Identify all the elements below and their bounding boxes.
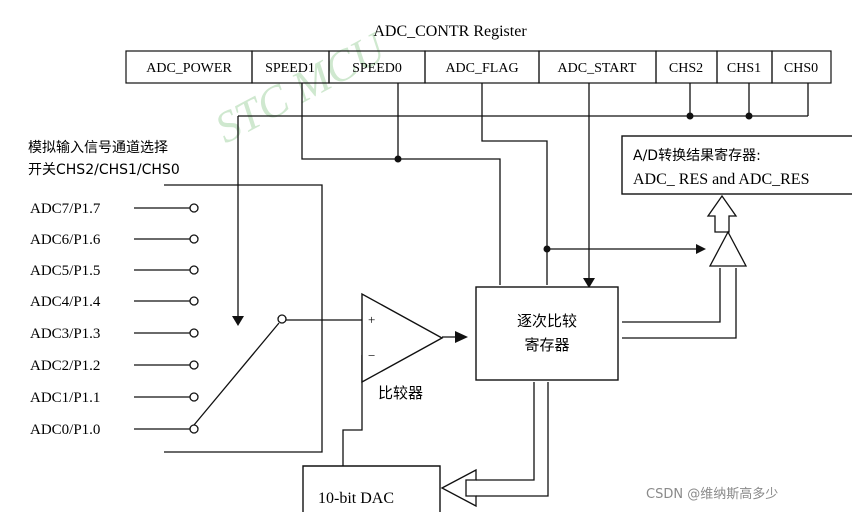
sar-block	[475, 286, 619, 381]
input-label-adc7: ADC7/P1.7	[30, 201, 101, 217]
sar-label-line1: 逐次比较	[517, 312, 577, 330]
comparator-symbol	[361, 292, 444, 384]
dac-hollow-arrow	[440, 468, 477, 508]
csdn-credit: CSDN @维纳斯高多少	[646, 486, 778, 502]
input-label-adc5: ADC5/P1.5	[30, 263, 100, 279]
reg-bit-chs1: CHS1	[727, 61, 761, 76]
input-label-adc3: ADC3/P1.3	[30, 326, 100, 342]
pin-terminals	[189, 203, 287, 434]
input-label-adc1: ADC1/P1.1	[30, 390, 100, 406]
comparator-plus: +	[368, 312, 375, 327]
reg-bit-adc-flag: ADC_FLAG	[445, 61, 518, 76]
mux-label-line1: 模拟输入信号通道选择	[28, 140, 168, 156]
register-cells	[125, 50, 832, 84]
input-label-adc6: ADC6/P1.6	[30, 232, 101, 248]
junction-dots	[394, 112, 753, 253]
dac-label: 10-bit DAC	[318, 490, 394, 507]
register-title: ADC_CONTR Register	[373, 23, 527, 40]
result-register-line1: A/D转换结果寄存器:	[633, 147, 761, 164]
result-hollow-arrow-upper	[706, 194, 738, 233]
signal-wires	[134, 83, 809, 497]
result-hollow-arrow-lower	[708, 230, 748, 267]
result-register-line2: ADC_ RES and ADC_RES	[633, 171, 809, 188]
dac-block	[302, 465, 441, 512]
reg-bit-speed1: SPEED1	[265, 61, 315, 76]
comparator-label: 比较器	[378, 384, 423, 402]
reg-bit-adc-power: ADC_POWER	[146, 61, 232, 76]
reg-bit-adc-start: ADC_START	[558, 61, 637, 76]
comparator-minus: −	[368, 348, 375, 363]
arrowheads	[232, 244, 706, 343]
reg-bit-speed0: SPEED0	[352, 61, 402, 76]
input-label-adc0: ADC0/P1.0	[30, 422, 100, 438]
input-label-adc4: ADC4/P1.4	[30, 294, 101, 310]
sar-label-line2: 寄存器	[524, 336, 569, 354]
mux-frame	[164, 184, 323, 453]
result-register-block	[621, 135, 852, 195]
reg-bit-chs2: CHS2	[669, 61, 703, 76]
reg-bit-chs0: CHS0	[784, 61, 818, 76]
input-label-adc2: ADC2/P1.2	[30, 358, 100, 374]
mux-label-line2: 开关CHS2/CHS1/CHS0	[28, 162, 180, 178]
